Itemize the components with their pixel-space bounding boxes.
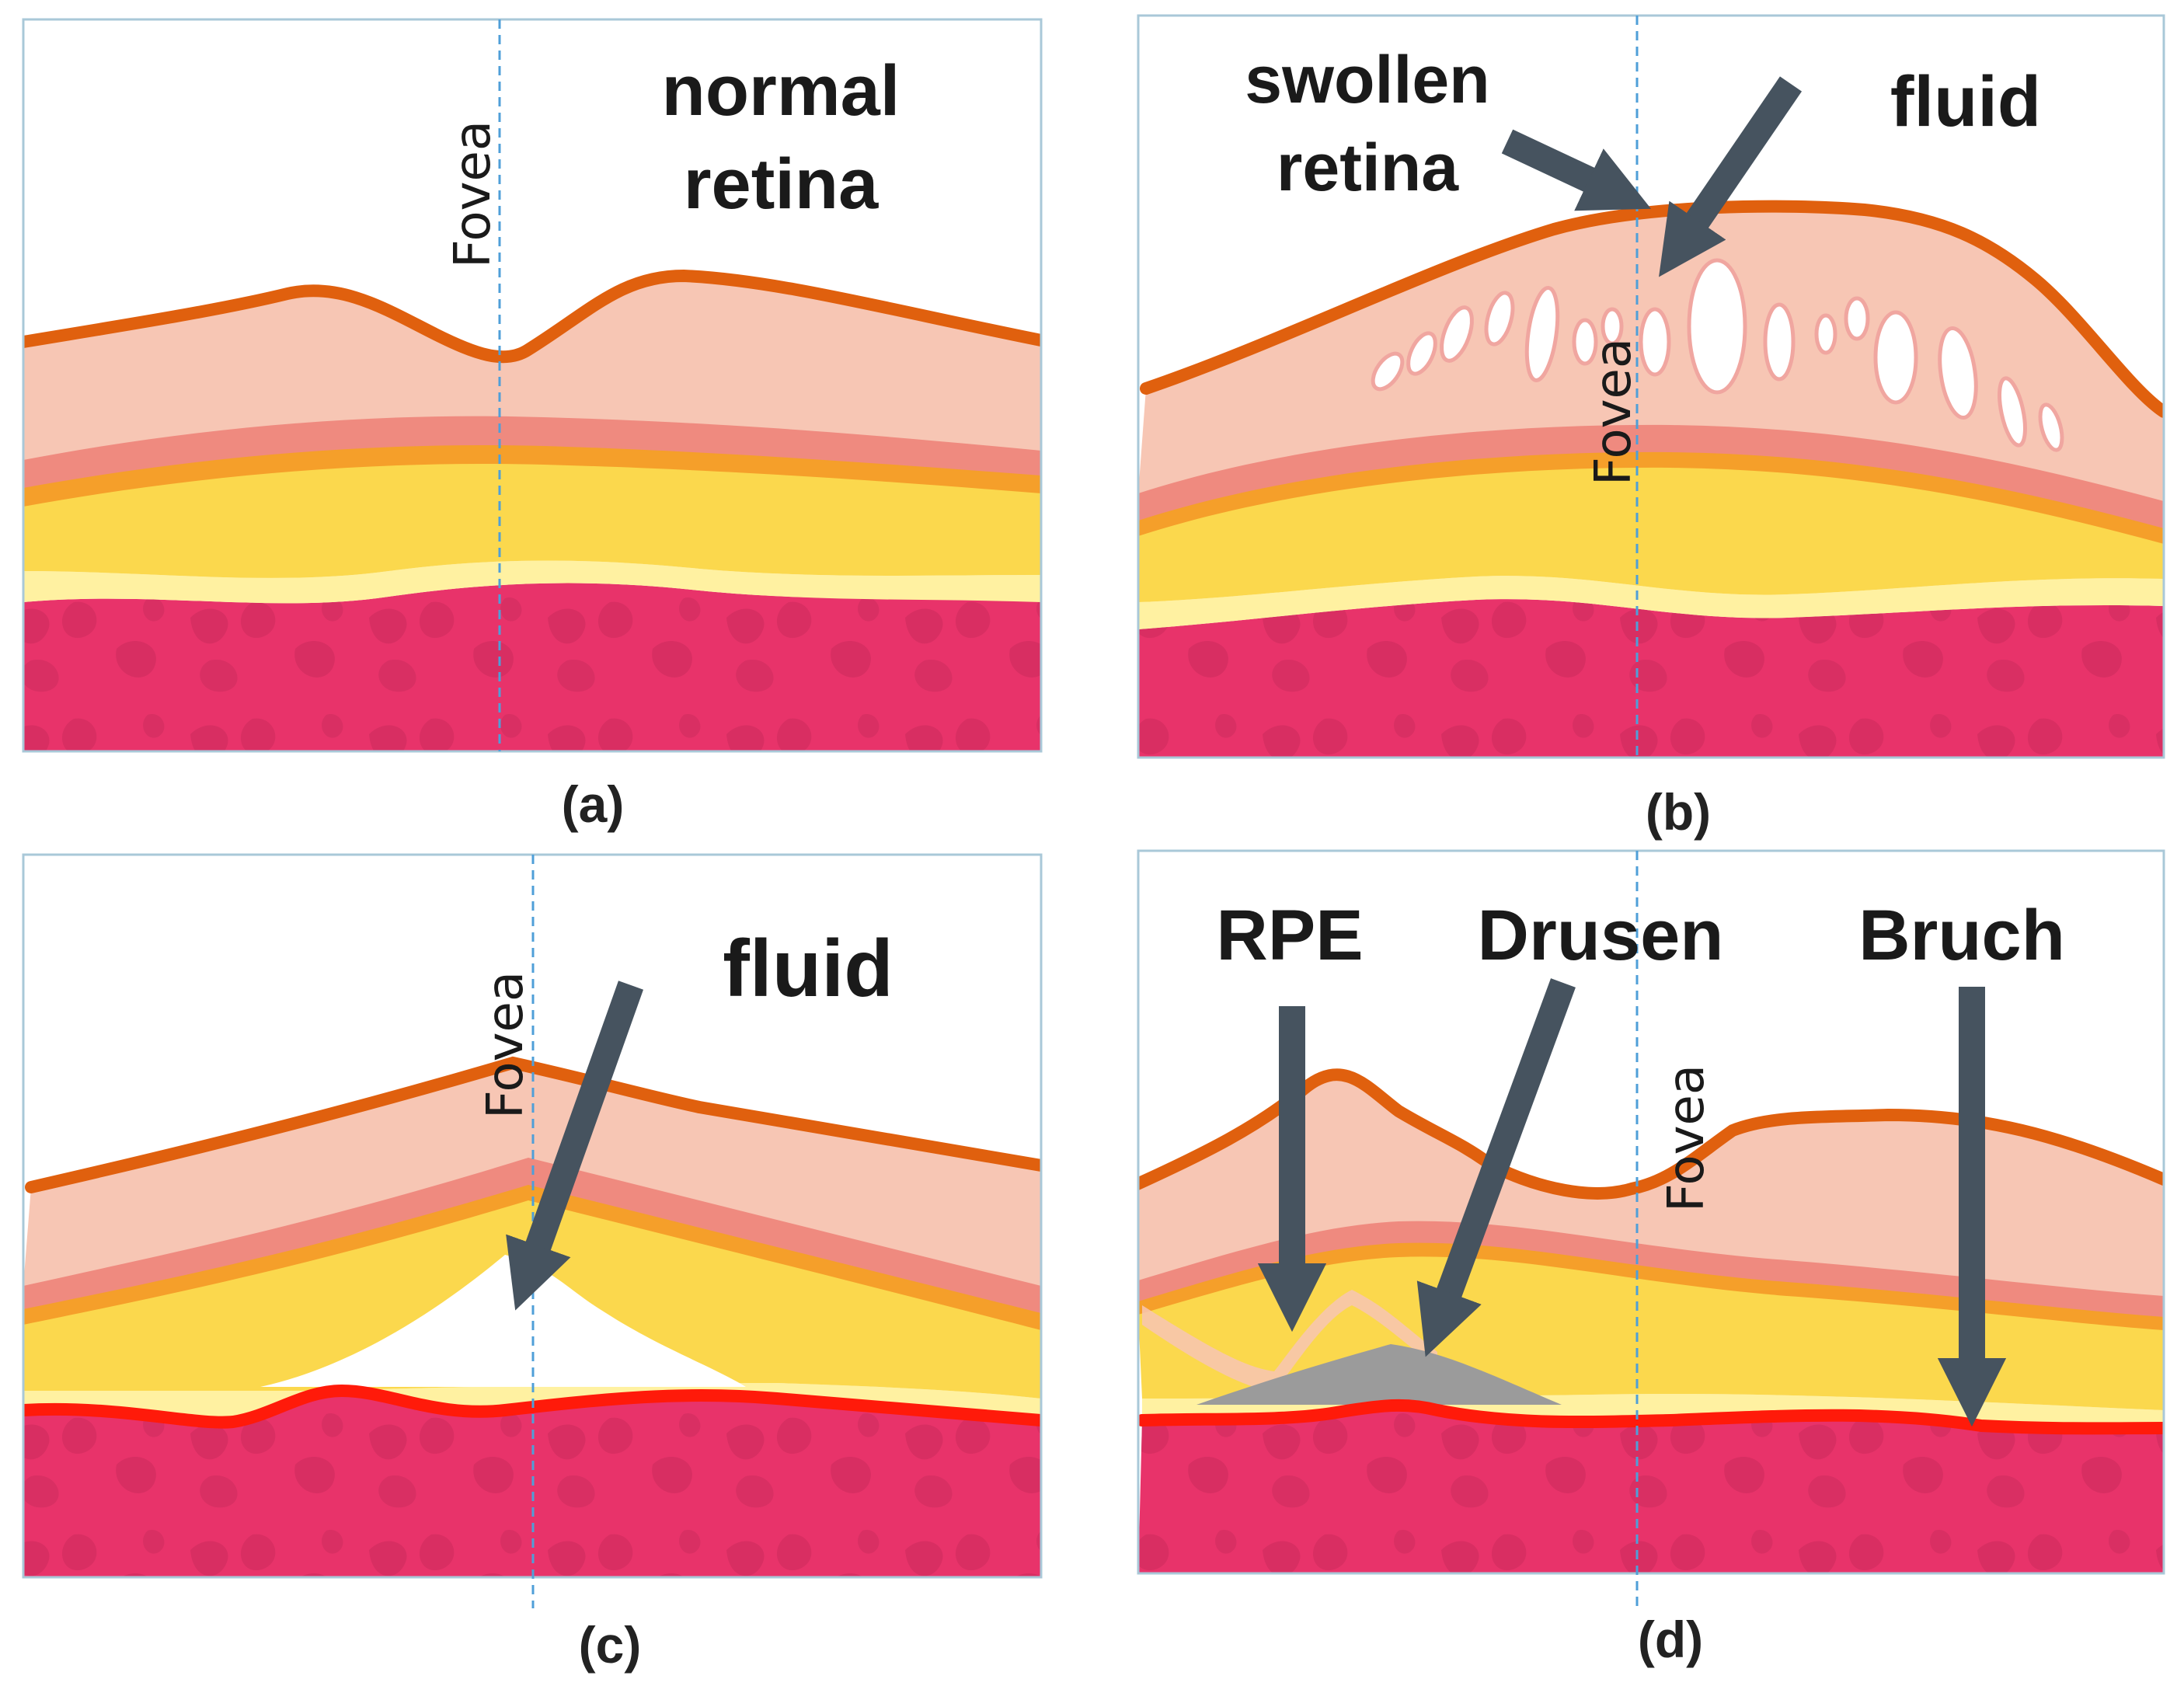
panel-frame	[1137, 14, 2165, 759]
normal-label: normal	[662, 51, 900, 131]
orange-band	[23, 443, 1041, 507]
retina-surface	[1140, 200, 2164, 418]
bruch-line	[1138, 1399, 2164, 1435]
panel-b: Fovea swollen retina fluid (b)	[1137, 14, 2165, 841]
fluid-cysts	[1371, 258, 2064, 452]
rpe-elevation	[1142, 1290, 1437, 1391]
panel-a: Fovea normal retina (a)	[22, 18, 1043, 833]
orange-band	[1138, 448, 2164, 544]
fovea-label: Fovea	[1585, 338, 1642, 486]
fovea-label: Fovea	[444, 120, 502, 268]
pale-band	[23, 560, 1041, 604]
retina-surface	[1138, 1068, 2164, 1200]
fluid-label: fluid	[723, 924, 893, 1014]
drusen-label: Drusen	[1478, 896, 1724, 975]
drusen-arrow	[1416, 978, 1576, 1357]
pale-band	[1138, 576, 2164, 629]
fluid-label: fluid	[1890, 62, 2041, 141]
yellow-layer	[23, 455, 1041, 578]
inner-band	[23, 414, 1041, 488]
swollen-label: swollen	[1245, 43, 1489, 117]
drusen-deposit	[1196, 1344, 1562, 1405]
retina-label: retina	[684, 145, 879, 224]
fovea-label: Fovea	[1658, 1064, 1716, 1212]
caption-b: (b)	[1646, 783, 1711, 841]
swollen-retina-label: retina	[1277, 131, 1459, 205]
caption-c: (c)	[579, 1616, 642, 1674]
rpe-label: RPE	[1216, 896, 1363, 975]
bruch-label: Bruch	[1858, 896, 2065, 975]
fluid-arrow	[506, 981, 644, 1311]
retina-surface	[23, 269, 1041, 364]
swollen-retina-arrow	[1501, 129, 1652, 211]
panel-d: Fovea RPE Drusen Bruch (d)	[1137, 849, 2165, 1668]
panel-frame	[1137, 849, 2165, 1575]
fovea-label: Fovea	[477, 971, 535, 1119]
panel-c: Fovea fluid (c)	[22, 853, 1043, 1674]
inner-band	[1138, 1219, 2164, 1317]
panel-frame	[22, 18, 1043, 753]
fluid-pocket	[260, 1255, 746, 1387]
fluid-arrow	[1659, 76, 1803, 277]
retina-tissue	[23, 276, 1041, 460]
caption-a: (a)	[562, 775, 625, 833]
yellow-layer	[1138, 459, 2164, 602]
inner-band	[1138, 420, 2164, 528]
bruch-line	[23, 1384, 1041, 1429]
caption-d: (d)	[1638, 1611, 1703, 1668]
